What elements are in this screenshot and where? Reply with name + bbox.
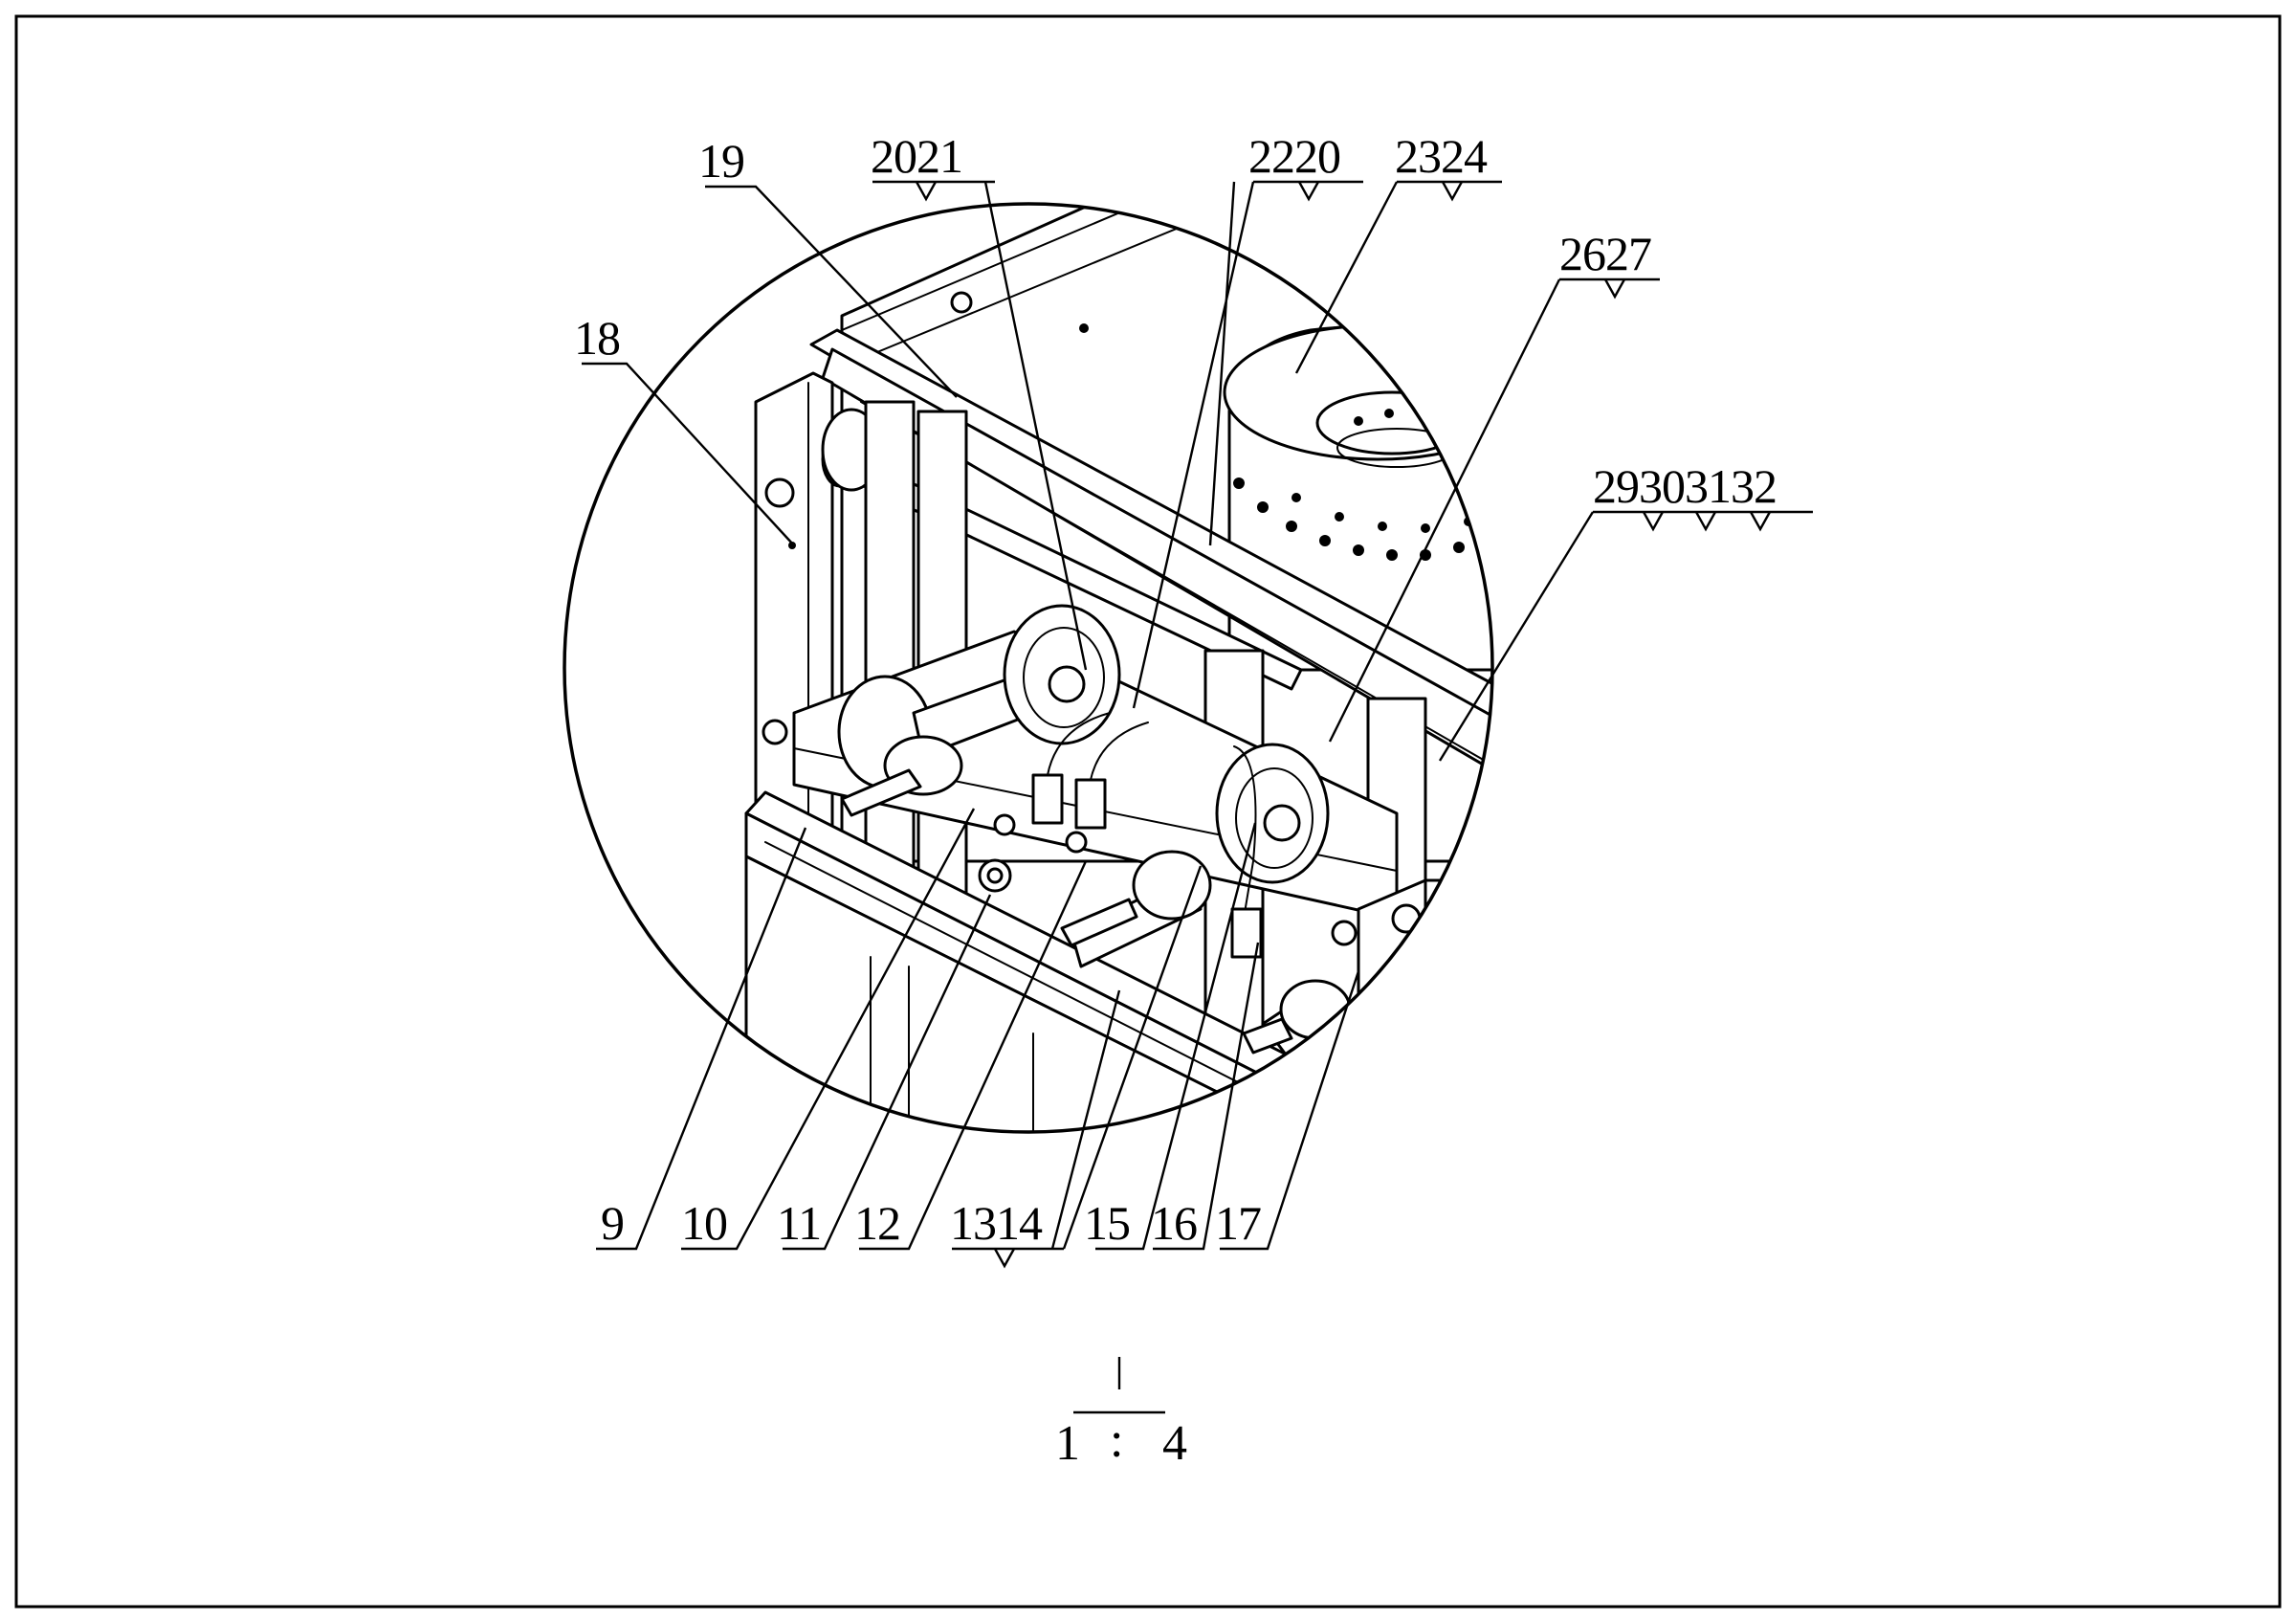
- burner-port-hole: [1421, 523, 1430, 533]
- burner-port-hole: [1257, 501, 1269, 513]
- callout-15: 15: [1084, 1196, 1130, 1250]
- detail-circle-outline: [563, 202, 1494, 1134]
- leader-19: [705, 185, 958, 398]
- burner-port-hole: [1353, 544, 1364, 556]
- leader-17: [1220, 970, 1360, 1251]
- leader-2220-tick: [1297, 181, 1320, 202]
- callout-29303132: 29303132: [1593, 459, 1777, 513]
- callout-2627: 2627: [1559, 227, 1651, 280]
- leader-1314-line-b: [1050, 989, 1121, 1250]
- right-valve-bolt: [1391, 903, 1422, 934]
- callout-17: 17: [1215, 1196, 1261, 1250]
- callout-2021: 2021: [871, 129, 962, 183]
- drawing-border: [14, 14, 2282, 1609]
- callout-16: 16: [1151, 1196, 1197, 1250]
- right-nozzle-tip: [1242, 1017, 1293, 1055]
- valve-right-nut: [1331, 920, 1358, 946]
- valve-disk-right-ring: [1235, 767, 1314, 869]
- burner-port-hole: [1354, 416, 1363, 426]
- leader-2021-tick: [915, 181, 938, 202]
- ignition-lead: [1233, 745, 1257, 920]
- burner-port-hole: [1487, 530, 1492, 542]
- callout-18: 18: [574, 311, 620, 365]
- scale-denominator: 4: [1162, 1416, 1187, 1471]
- scale-note: 1 : 4: [1055, 1357, 1187, 1471]
- leader-10: [681, 808, 976, 1251]
- valve-body-right: [1132, 850, 1212, 921]
- callout-12: 12: [854, 1196, 900, 1250]
- callout-11: 11: [777, 1196, 821, 1250]
- valve-disk-right-hub: [1263, 804, 1301, 842]
- leader-29303132-tick: [1694, 511, 1717, 532]
- leader-16: [1153, 942, 1260, 1251]
- leader-2627-tick: [1603, 278, 1626, 300]
- leader-9: [596, 827, 807, 1251]
- right-bracket: [1424, 878, 1492, 1045]
- leader-2021-line: [983, 181, 1088, 671]
- valve-spindle-left: [840, 768, 922, 817]
- detail-view-contents: [744, 204, 1527, 1132]
- right-valve-block: [1357, 878, 1485, 1026]
- left-post-mark: [788, 542, 796, 549]
- burner-port-hole: [1420, 549, 1431, 561]
- burner-port-hole: [1384, 409, 1394, 418]
- leader-1314-tick: [993, 1248, 1016, 1269]
- burner-port-hole: [1286, 521, 1297, 532]
- leader-29303132-tick: [1642, 511, 1665, 532]
- left-post-bolt-lower: [762, 719, 788, 745]
- burner-port-hole: [1453, 542, 1465, 553]
- leader-11: [783, 894, 992, 1251]
- leader-18: [582, 362, 795, 546]
- leader-lines: [582, 180, 1813, 1269]
- valve-disk-left-hub: [1048, 665, 1086, 703]
- leader-2324-tick: [1441, 181, 1464, 202]
- burner-port-hole: [1386, 549, 1398, 561]
- top-rail-edge: [860, 401, 1492, 843]
- thermocouple-lead: [1090, 722, 1149, 781]
- bottom-rail-nut-inner: [986, 867, 1004, 884]
- left-post-bolt: [764, 477, 795, 508]
- burner-cap-mouth: [1315, 390, 1468, 455]
- burner-port-hole: [1233, 477, 1245, 489]
- valve-assembly-left: [837, 604, 1149, 854]
- callout-19: 19: [698, 134, 744, 188]
- leader-12: [859, 860, 1088, 1251]
- leader-2627-line: [1328, 278, 1561, 743]
- leader-29303132-tick: [1749, 511, 1772, 532]
- callout-10: 10: [681, 1196, 727, 1250]
- valve-left-nut: [993, 813, 1016, 836]
- valve-left-nut: [1065, 831, 1088, 854]
- burner-port-hole: [1440, 421, 1449, 431]
- leader-29303132-line: [1438, 511, 1595, 762]
- rear-bolt: [950, 291, 973, 314]
- callout-9: 9: [601, 1196, 624, 1250]
- thermocouple-lead: [1047, 712, 1111, 776]
- callout-labels: 18 19 2021 2220 2324 2627 29303132 9 10 …: [574, 129, 1777, 1250]
- leader-15: [1095, 822, 1257, 1251]
- valve-spindle-right: [1060, 898, 1138, 947]
- thermocouple-connector-right: [1074, 778, 1107, 830]
- scale-numerator: 1: [1055, 1416, 1080, 1471]
- callout-1314: 1314: [950, 1196, 1043, 1250]
- valve-assembly-right: [1060, 743, 1358, 968]
- rear-panel-mark: [1079, 323, 1089, 333]
- rear-panel-edge: [841, 204, 1216, 331]
- callout-2324: 2324: [1395, 129, 1488, 183]
- burner-port-hole: [1335, 512, 1344, 522]
- valve-disk-left-ring: [1023, 627, 1105, 728]
- leader-1314-line: [1062, 865, 1203, 1250]
- burner-port-hole: [1319, 535, 1331, 546]
- leader-2324-line: [1294, 181, 1399, 374]
- leader-2220-line-b: [1208, 181, 1236, 546]
- burner-port-hole: [1515, 516, 1527, 527]
- scale-separator: :: [1110, 1413, 1123, 1468]
- leader-2220-line: [1132, 181, 1255, 709]
- thermocouple-connector-left: [1031, 773, 1064, 825]
- callout-2220: 2220: [1248, 129, 1340, 183]
- burner-port-hole: [1292, 493, 1301, 502]
- right-elbow-pipe: [1490, 773, 1492, 882]
- burner-port-hole: [1378, 522, 1387, 531]
